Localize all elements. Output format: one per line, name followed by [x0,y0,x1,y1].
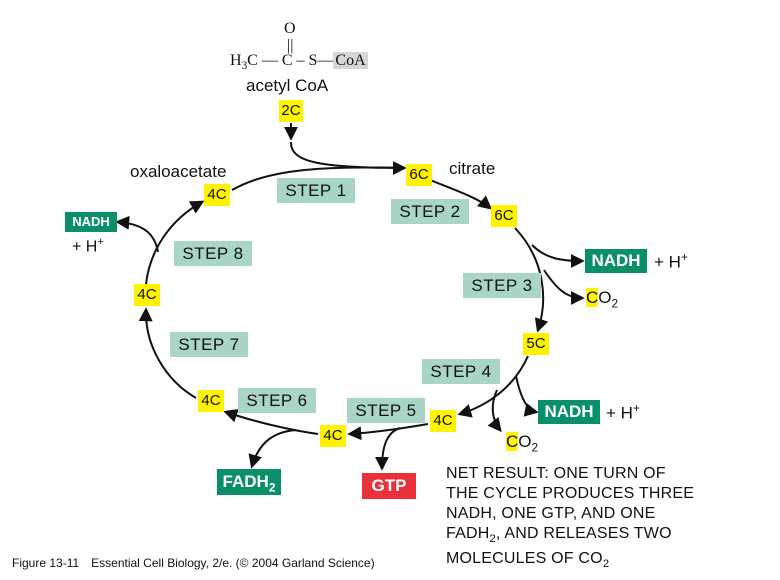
step-2-label: STEP 2 [391,199,469,224]
acetyl-entry-arrow [289,141,407,175]
step-7-label: STEP 7 [170,332,248,357]
step-5-label: STEP 5 [347,398,425,423]
h-plus-step3: + H+ [654,250,688,272]
acetyl-coa-label: acetyl CoA [246,76,329,95]
step6-arrow [223,409,319,435]
step3-nadh-arrow [531,244,585,268]
gtp-arrow [375,427,401,471]
step4-co2-arrow [487,389,502,433]
net-result-text: NET RESULT: ONE TURN OF THE CYCLE PRODUC… [446,465,695,571]
coa-group: CoA [333,52,368,69]
figure-number: Figure 13-11 [12,556,80,570]
carbon-box-citrate: 6C [406,164,432,186]
methyl-group: H [230,52,242,69]
nadh-box-step8: NADH [65,212,117,232]
carbon-box-succinate: 4C [320,425,346,447]
citrate-label: citrate [449,159,496,178]
carbon-box-isocitrate: 6C [491,205,517,227]
figure-caption: Figure 13-11 Essential Cell Biology, 2/e.… [12,556,375,570]
figure-source: Essential Cell Biology, 2/e. (© 2004 Gar… [91,556,375,570]
step7-arrow [138,307,197,399]
step3-arrow [514,227,549,333]
co2-step3: CO2 [586,288,619,311]
oxaloacetate-label: oxaloacetate [130,162,227,181]
h-plus-step4: + H+ [606,401,640,423]
step-4-label: STEP 4 [422,359,500,384]
acetyl-coa-formula: H3C — C – S—CoA [230,52,368,73]
carbon-box-succinyl: 4C [430,410,456,432]
carbon-box-5c: 5C [523,333,549,355]
nadh-box-step3: NADH [585,249,647,273]
co2-step4: CO2 [506,432,539,455]
step-6-label: STEP 6 [238,388,316,413]
carbon-box-fumarate: 4C [198,390,224,412]
step-1-label: STEP 1 [277,178,355,203]
gtp-box: GTP [362,473,416,499]
fadh2-box: FADH2 [217,469,281,495]
step4-nadh-arrow [515,375,539,417]
step3-co2-arrow [543,269,585,305]
oxaloacetate-entry-curve [231,166,405,191]
carbon-box-malate: 4C [134,284,160,306]
double-bond: || [287,37,294,54]
step2-arrow [429,179,493,210]
step-8-label: STEP 8 [174,241,252,266]
step8-arrow [145,200,205,285]
carbon-box-oxaloacetate: 4C [204,184,230,206]
step4-arrow [457,355,529,418]
nadh-box-step4: NADH [538,400,600,424]
fadh2-arrow [248,429,297,469]
step-3-label: STEP 3 [463,273,541,298]
step8-nadh-arrow [115,215,159,253]
step5-arrow [347,423,429,441]
carbonyl-oxygen: O [284,20,296,37]
h-plus-step8: + H+ [72,236,104,256]
carbon-box-acetyl: 2C [279,100,303,122]
